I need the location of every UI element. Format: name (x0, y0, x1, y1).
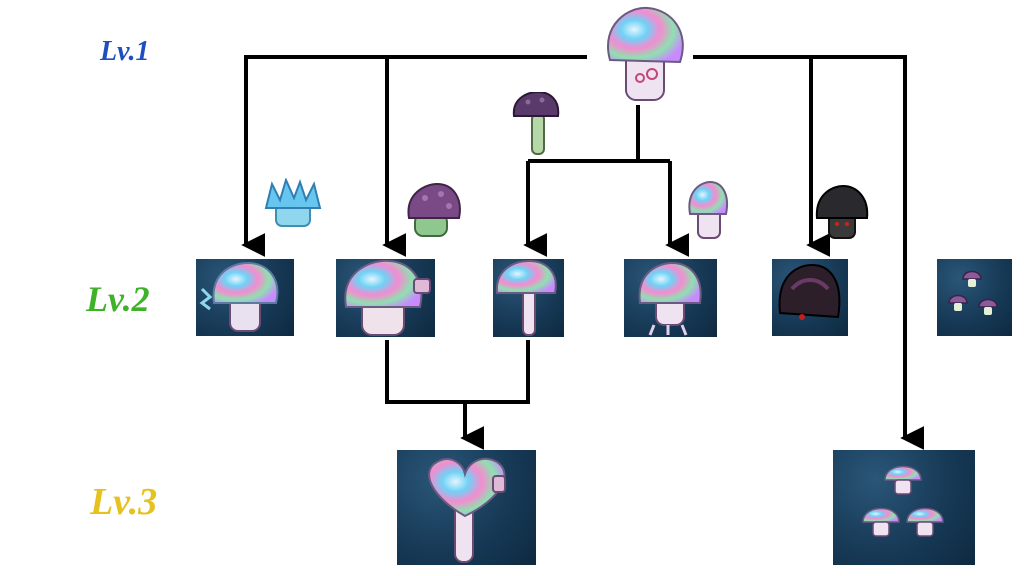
connector-top-right (693, 55, 925, 450)
heart-hypno-shroom-icon (428, 457, 506, 563)
doom-shroom-icon (815, 184, 869, 239)
ice-hypno-shroom-tile (196, 259, 294, 336)
puff-shroom-group-icon (948, 270, 998, 315)
heart-hypno-shroom-tile (397, 450, 536, 565)
hypno-shroom-icon (607, 6, 684, 101)
puff-shroom-group-tile (937, 259, 1012, 336)
fume-hypno-shroom-icon (344, 259, 431, 336)
doom-hypno-shroom-tile (772, 259, 848, 336)
connector-merge (385, 340, 530, 404)
scaredy-shroom-icon (512, 92, 560, 155)
hypno-puff-shroom-group-tile (833, 450, 975, 565)
doom-hypno-shroom-icon (778, 263, 841, 320)
fume-shroom-icon (407, 182, 461, 237)
level-2-label: Lv.2 (86, 279, 150, 319)
scaredy-hypno-shroom-tile (493, 259, 564, 337)
twin-hypno-shroom-tile (624, 259, 717, 337)
hypno-puff-shroom-group-icon (862, 465, 944, 537)
ice-shroom-icon (264, 178, 322, 227)
connector-top-left (241, 55, 587, 257)
level-1-label: Lv.1 (100, 36, 150, 67)
fume-hypno-shroom-tile (336, 259, 435, 337)
twin-hypno-shroom-icon (638, 261, 702, 336)
level-3-label: Lv.3 (90, 481, 158, 523)
scaredy-hypno-shroom-icon (495, 259, 557, 336)
hypno-shroom-small-icon (688, 180, 728, 239)
ice-hypno-shroom-icon (199, 261, 279, 332)
